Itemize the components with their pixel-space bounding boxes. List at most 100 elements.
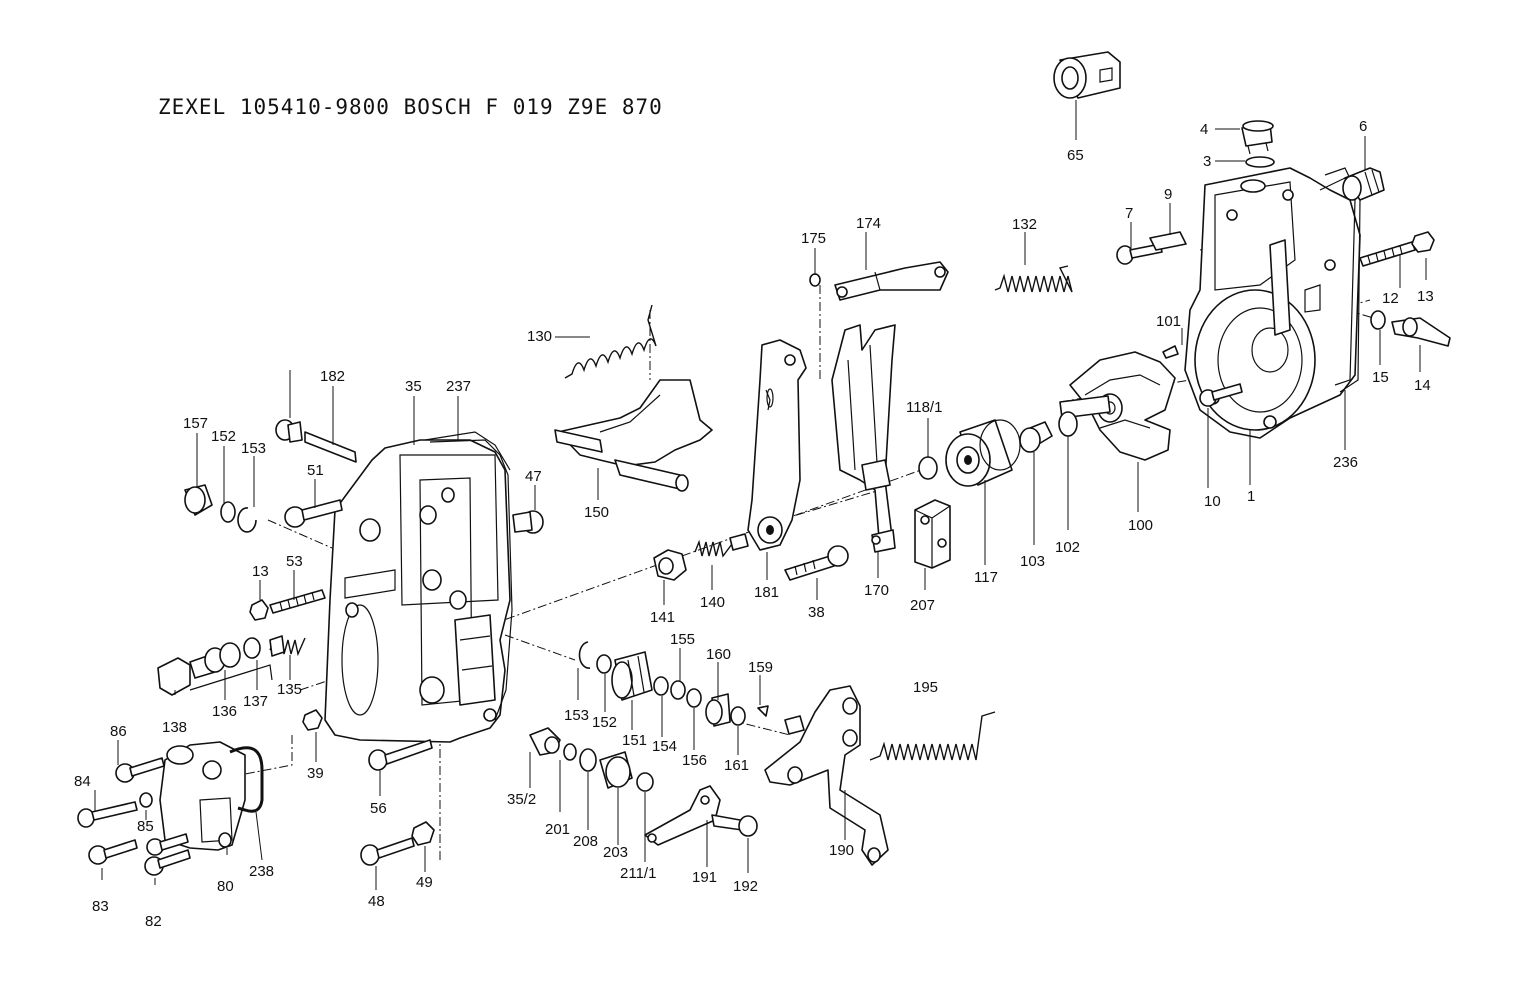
part-49-nut bbox=[411, 821, 435, 846]
part-9-bracket bbox=[1149, 231, 1187, 251]
part-35-governor-cover bbox=[324, 431, 511, 743]
part-211-1-washer bbox=[636, 772, 654, 792]
callout-195: 195 bbox=[913, 679, 938, 696]
part-156-ring bbox=[686, 688, 702, 708]
callout-238: 238 bbox=[249, 863, 274, 880]
part-82-bolt bbox=[144, 833, 191, 876]
part-39-nut bbox=[302, 709, 323, 731]
callout-153-left: 153 bbox=[241, 440, 266, 457]
part-195-spring bbox=[869, 711, 996, 761]
callout-4: 4 bbox=[1200, 121, 1208, 138]
callout-100: 100 bbox=[1128, 517, 1153, 534]
part-137-washer bbox=[243, 637, 261, 659]
callout-160: 160 bbox=[706, 646, 731, 663]
callout-201: 201 bbox=[545, 821, 570, 838]
callout-174: 174 bbox=[856, 215, 881, 232]
callout-53: 53 bbox=[286, 553, 303, 570]
bracket-136-137 bbox=[189, 664, 273, 691]
part-155-ring bbox=[670, 680, 686, 700]
callout-236: 236 bbox=[1333, 454, 1358, 471]
part-159-pin bbox=[757, 705, 769, 717]
part-102-washer bbox=[1058, 411, 1078, 437]
callout-86: 86 bbox=[110, 723, 127, 740]
part-53-screw bbox=[269, 589, 326, 614]
callout-182: 182 bbox=[320, 368, 345, 385]
callout-191: 191 bbox=[692, 869, 717, 886]
callout-152-middle: 152 bbox=[592, 714, 617, 731]
callout-13-left: 13 bbox=[252, 563, 269, 580]
callout-140: 140 bbox=[700, 594, 725, 611]
callout-1: 1 bbox=[1247, 488, 1255, 505]
callout-80: 80 bbox=[217, 878, 234, 895]
callout-14: 14 bbox=[1414, 377, 1431, 394]
part-47-screw-right bbox=[512, 510, 544, 534]
part-56-screw bbox=[368, 739, 433, 771]
part-141-nut bbox=[653, 549, 687, 581]
part-140-adjust-spring bbox=[694, 533, 749, 558]
part-174-link bbox=[834, 261, 949, 301]
callout-12: 12 bbox=[1382, 290, 1399, 307]
part-118-1-washer bbox=[918, 456, 938, 480]
callout-118-1: 118/1 bbox=[906, 399, 942, 416]
callout-181: 181 bbox=[754, 584, 779, 601]
callout-192: 192 bbox=[733, 878, 758, 895]
part-175-pin bbox=[809, 273, 821, 287]
callout-7: 7 bbox=[1125, 205, 1133, 222]
part-152-o-ring-middle bbox=[596, 654, 612, 674]
callout-9: 9 bbox=[1164, 186, 1172, 203]
callout-102: 102 bbox=[1055, 539, 1080, 556]
callout-237: 237 bbox=[446, 378, 471, 395]
part-207-block bbox=[914, 499, 951, 569]
callout-84: 84 bbox=[74, 773, 91, 790]
part-47-screw-upper bbox=[275, 419, 303, 443]
part-170-lever bbox=[831, 324, 896, 553]
part-35-2-fitting bbox=[529, 727, 561, 756]
part-3-o-ring bbox=[1245, 156, 1275, 168]
part-130-spring bbox=[564, 304, 657, 379]
callout-117: 117 bbox=[974, 569, 998, 586]
callout-138: 138 bbox=[162, 719, 187, 736]
callout-82: 82 bbox=[145, 913, 162, 930]
callout-10: 10 bbox=[1204, 493, 1221, 510]
callout-51: 51 bbox=[307, 462, 324, 479]
part-181-lever bbox=[747, 339, 807, 551]
callout-136: 136 bbox=[212, 703, 237, 720]
part-190-lever bbox=[764, 685, 889, 866]
callout-48: 48 bbox=[368, 893, 385, 910]
callout-132: 132 bbox=[1012, 216, 1037, 233]
callout-130: 130 bbox=[527, 328, 552, 345]
part-153-circlip-left bbox=[237, 507, 257, 533]
callout-208: 208 bbox=[573, 833, 598, 850]
part-191-plate bbox=[644, 785, 721, 846]
part-13-nut-left bbox=[249, 599, 269, 621]
part-65-sleeve bbox=[1053, 51, 1121, 99]
callout-83: 83 bbox=[92, 898, 109, 915]
part-85-washer bbox=[139, 792, 153, 808]
callout-85: 85 bbox=[137, 818, 154, 835]
callout-137: 137 bbox=[243, 693, 268, 710]
part-117-bearing bbox=[945, 419, 1021, 487]
part-14-stud bbox=[1391, 317, 1451, 347]
part-38-screw bbox=[784, 545, 849, 581]
callout-65: 65 bbox=[1067, 147, 1084, 164]
part-161-ring bbox=[730, 706, 746, 726]
part-238-o-ring bbox=[229, 746, 264, 813]
callout-135: 135 bbox=[277, 681, 302, 698]
part-160-sleeve bbox=[705, 693, 731, 727]
callout-38: 38 bbox=[808, 604, 825, 621]
part-136-nut bbox=[189, 642, 241, 679]
callout-157: 157 bbox=[183, 415, 208, 432]
callout-150: 150 bbox=[584, 504, 609, 521]
part-6-connector bbox=[1342, 167, 1385, 201]
part-237-gasket bbox=[429, 439, 513, 721]
callout-3: 3 bbox=[1203, 153, 1211, 170]
part-48-screw bbox=[360, 837, 415, 866]
part-12-adjust-screw bbox=[1359, 241, 1416, 267]
callout-161: 161 bbox=[724, 757, 749, 774]
callout-207: 207 bbox=[910, 597, 935, 614]
callout-170: 170 bbox=[864, 582, 889, 599]
callout-141: 141 bbox=[650, 609, 675, 626]
part-51-screw bbox=[284, 499, 343, 528]
callout-35-2: 35/2 bbox=[507, 791, 536, 808]
